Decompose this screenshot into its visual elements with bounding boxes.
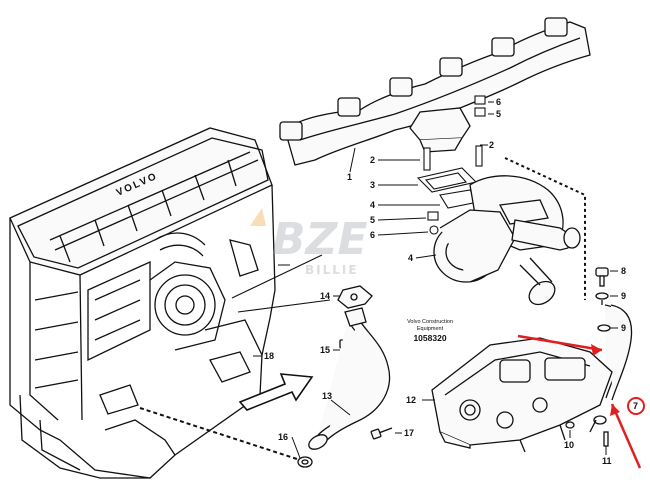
callout-2-right: 2 bbox=[489, 140, 494, 150]
callout-3: 3 bbox=[370, 180, 375, 190]
callout-4-upper: 4 bbox=[370, 200, 375, 210]
callout-11: 11 bbox=[602, 456, 612, 466]
reference-number: 1058320 bbox=[413, 333, 446, 343]
dashed-leader-right bbox=[504, 157, 586, 300]
callout-12: 12 bbox=[406, 395, 416, 405]
reference-line-1: Volvo Construction bbox=[407, 319, 453, 325]
callout-14: 14 bbox=[320, 291, 330, 301]
callout-17: 17 bbox=[404, 428, 414, 438]
callout-5-left: 5 bbox=[370, 215, 375, 225]
studs-and-gasket bbox=[416, 95, 486, 235]
callout-leaders bbox=[253, 101, 618, 459]
highlight-arrows bbox=[517, 334, 642, 469]
callout-2-upper: 2 bbox=[370, 155, 375, 165]
watermark: BZE BILLIE bbox=[250, 208, 368, 277]
callout-labels: 1 2 2 3 4 4 5 5 6 6 7 8 9 9 10 11 12 13 … bbox=[264, 97, 638, 466]
filter-housing bbox=[431, 337, 613, 453]
callout-5-right: 5 bbox=[496, 109, 501, 119]
callout-6-right: 6 bbox=[496, 97, 501, 107]
highlight-circle bbox=[627, 397, 645, 415]
callout-16: 16 bbox=[278, 432, 288, 442]
callout-15: 15 bbox=[320, 345, 330, 355]
callout-1: 1 bbox=[347, 172, 352, 182]
turbocharger bbox=[433, 175, 581, 306]
callout-9-upper: 9 bbox=[621, 291, 626, 301]
detail-pointer-lines bbox=[231, 254, 331, 313]
callout-4-lower: 4 bbox=[408, 253, 413, 263]
return-pipe-assembly bbox=[297, 285, 393, 468]
engine-illustration bbox=[9, 127, 276, 479]
watermark-sub: BILLIE bbox=[305, 263, 359, 277]
callout-8: 8 bbox=[621, 266, 626, 276]
reference-block: Volvo Construction Equipment 1058320 bbox=[407, 319, 453, 343]
callout-7: 7 bbox=[633, 401, 638, 411]
callout-10: 10 bbox=[564, 440, 574, 450]
direction-arrow bbox=[238, 373, 314, 411]
reference-line-2: Equipment bbox=[417, 326, 444, 332]
callout-18: 18 bbox=[264, 351, 274, 361]
callout-6-left: 6 bbox=[370, 230, 375, 240]
callout-9-lower: 9 bbox=[621, 323, 626, 333]
exhaust-manifold bbox=[279, 17, 591, 166]
watermark-main: BZE bbox=[272, 214, 368, 265]
callout-13: 13 bbox=[322, 391, 332, 401]
dashed-leader-bottom bbox=[139, 407, 301, 461]
